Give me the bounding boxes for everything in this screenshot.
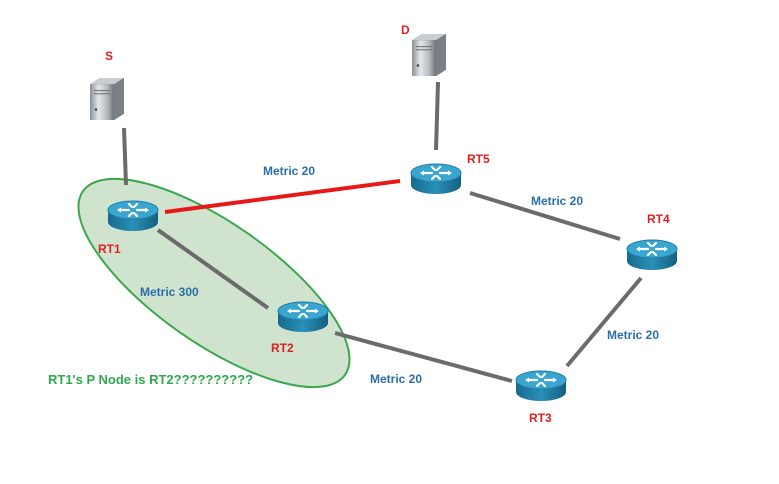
link-rt4-rt3 [565, 276, 643, 368]
metric-label-rt2-rt3: Metric 20 [370, 372, 423, 386]
node-label-d: D [401, 23, 410, 37]
link-rt1-rt5 [164, 179, 401, 214]
node-label-rt2: RT2 [271, 341, 294, 355]
server-icon [89, 77, 125, 121]
router-icon [276, 300, 330, 334]
router-icon [106, 199, 160, 233]
link-rt1-rt2 [156, 228, 270, 310]
metric-label-rt5-rt4: Metric 20 [531, 194, 584, 208]
metric-label-rt4-rt3: Metric 20 [607, 328, 660, 342]
node-label-s: S [105, 49, 114, 63]
router-icon [625, 238, 679, 272]
node-label-rt5: RT5 [467, 152, 490, 166]
router-icon [409, 162, 463, 196]
link-rt2-rt3 [334, 331, 513, 383]
node-label-rt3: RT3 [529, 411, 552, 425]
link-rt5-rt4 [469, 191, 621, 241]
p-node-note: RT1's P Node is RT2?????????? [48, 372, 254, 387]
server-icon [411, 33, 447, 77]
link-d-rt5 [434, 81, 440, 151]
node-label-rt4: RT4 [647, 212, 670, 226]
link-s-rt1 [122, 127, 128, 186]
metric-label-rt1-rt5: Metric 20 [263, 164, 316, 178]
metric-label-rt1-rt2: Metric 300 [140, 285, 199, 299]
router-icon [514, 369, 568, 403]
p-space-ellipse [77, 177, 351, 389]
node-label-rt1: RT1 [98, 242, 121, 256]
